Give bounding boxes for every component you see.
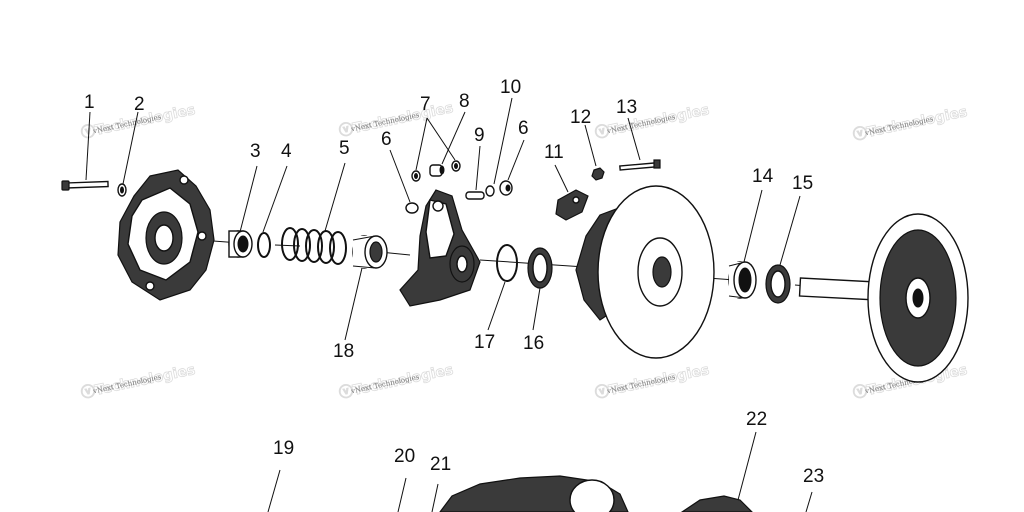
part-bushing-18: [352, 235, 388, 269]
callout-18: 18: [333, 341, 354, 362]
callout-15: 15: [792, 173, 813, 194]
part-bushing-15: [765, 264, 791, 304]
part-bottom-assembly: [439, 475, 753, 512]
part-weight-11: [555, 189, 589, 221]
part-seal-16: [527, 247, 553, 289]
part-roller-6a: [405, 202, 419, 214]
part-pin-9: [465, 191, 485, 200]
callout-11: 11: [544, 142, 564, 163]
callout-17: 17: [474, 332, 495, 353]
callout-12: 12: [570, 107, 591, 128]
part-bolt-1: [61, 180, 109, 191]
part-moveable-sheave: [575, 185, 715, 359]
part-spider-cover: [117, 169, 215, 301]
callout-6b: 6: [518, 118, 529, 139]
part-spider-center: [399, 189, 481, 307]
callout-16: 16: [523, 333, 544, 354]
part-washer-2: [117, 183, 127, 197]
callout-8: 8: [459, 91, 470, 112]
part-bushing-14: [728, 261, 757, 299]
part-bushing-3: [228, 230, 253, 258]
callout-23: 23: [803, 466, 824, 487]
callout-13: 13: [616, 97, 637, 118]
callout-4: 4: [281, 141, 292, 162]
callout-6a: 6: [381, 129, 392, 150]
part-ring-4: [257, 232, 271, 258]
part-spring-5: [281, 227, 347, 265]
callout-20: 20: [394, 446, 415, 467]
part-washer-10: [485, 185, 495, 197]
part-bolt-13: [619, 159, 661, 171]
callout-10: 10: [500, 77, 521, 98]
leader-lines: [85, 97, 813, 512]
callout-5: 5: [339, 138, 350, 159]
part-roller-6b: [499, 180, 513, 196]
callout-14: 14: [752, 166, 774, 187]
callout-22: 22: [746, 409, 767, 430]
part-washers-7: [411, 160, 461, 182]
callout-7: 7: [420, 94, 431, 115]
part-ring-17: [496, 244, 518, 282]
callout-9: 9: [474, 125, 485, 146]
part-nut-12: [591, 167, 605, 181]
callout-1: 1: [84, 92, 95, 113]
part-fixed-sheave: [798, 213, 969, 383]
callout-21: 21: [430, 454, 451, 475]
callout-2: 2: [134, 94, 145, 115]
callout-19: 19: [273, 438, 294, 459]
part-bushing-8: [429, 164, 445, 177]
callout-3: 3: [250, 141, 261, 162]
